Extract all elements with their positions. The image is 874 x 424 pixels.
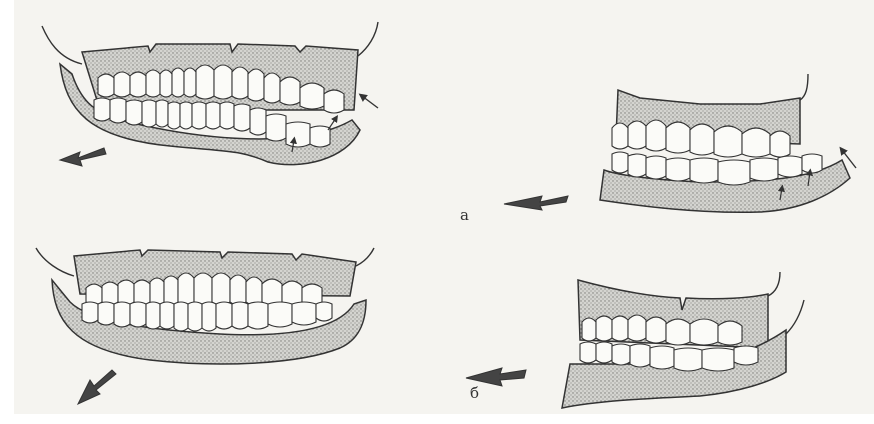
- panel-label-b: б: [470, 384, 479, 402]
- panel-a-right: [504, 74, 856, 212]
- panel-b-left: [36, 248, 374, 404]
- upper-skin-line-right: [800, 74, 808, 100]
- upper-skin-line-right: [356, 248, 374, 266]
- upper-skin-line: [42, 26, 82, 64]
- panel-label-a: а: [460, 206, 469, 224]
- lower-teeth-row: [82, 302, 332, 331]
- movement-arrow-icon: [78, 370, 116, 404]
- lower-skin-line-right: [786, 300, 804, 334]
- movement-arrow-icon: [504, 196, 568, 210]
- panel-a-left: [42, 22, 378, 166]
- upper-skin-line: [36, 248, 74, 276]
- panel-b-right: [466, 272, 804, 408]
- upper-skin-line-right: [768, 272, 780, 296]
- force-arrow-icon: [362, 96, 378, 108]
- movement-arrow-icon: [60, 148, 106, 166]
- upper-skin-line-right: [358, 22, 378, 56]
